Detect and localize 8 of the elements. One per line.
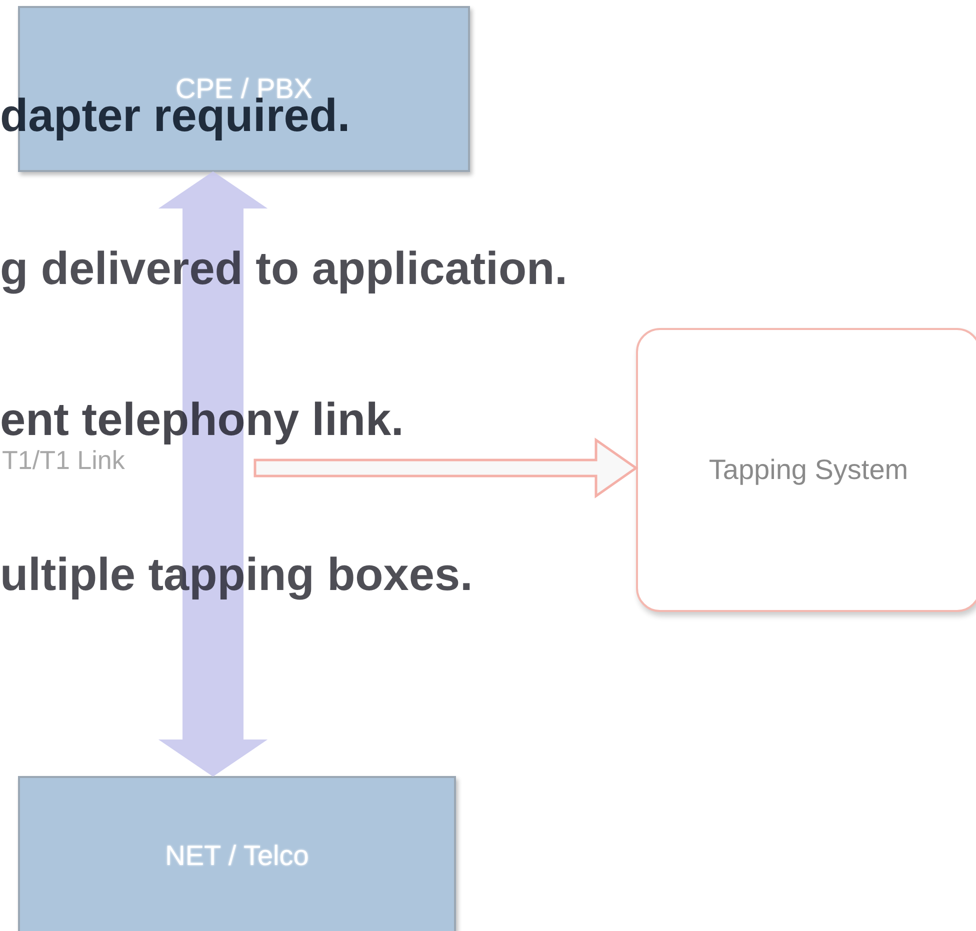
arrow xyxy=(254,438,638,498)
tapping-system-box xyxy=(636,328,976,612)
network-box xyxy=(18,776,456,931)
node-label: NET / Telco xyxy=(165,840,309,872)
double-arrow xyxy=(158,171,268,777)
link-label: T1/T1 Link xyxy=(2,447,125,473)
overlay-note: ent telephony link. xyxy=(0,396,404,442)
node-label: Tapping System xyxy=(708,454,908,486)
